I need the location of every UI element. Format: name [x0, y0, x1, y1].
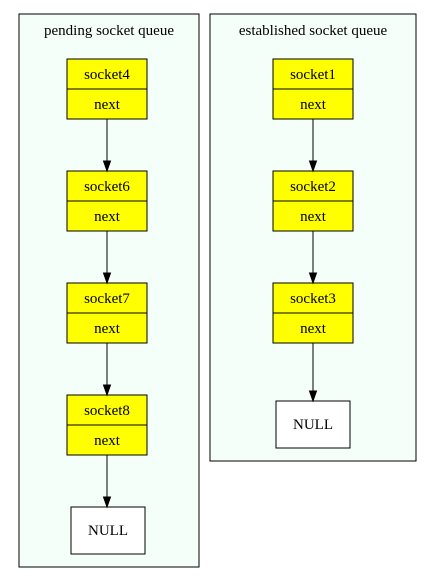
node-socket2-next: next	[300, 209, 327, 225]
cluster-pending-label: pending socket queue	[44, 23, 174, 39]
node-socket4: socket4 next	[66, 58, 148, 120]
node-socket1-name: socket1	[290, 67, 336, 83]
node-socket6-name: socket6	[84, 179, 130, 195]
edge-socket7-socket8-arrowhead	[102, 384, 112, 397]
node-socket8: socket8 next	[66, 394, 148, 456]
edge-socket4-socket6	[102, 119, 112, 173]
node-socket7-name: socket7	[84, 291, 130, 307]
node-socket3-top-cell	[272, 282, 354, 314]
edge-socket2-socket3-arrowhead	[308, 272, 318, 285]
node-socket2: socket2 next	[272, 170, 354, 232]
edge-socket6-socket7	[102, 231, 112, 285]
cluster-established: established socket queue socket1 next so…	[209, 13, 417, 462]
edge-socket3-null-arrowhead	[308, 390, 318, 403]
node-socket3-bottom-cell	[272, 312, 354, 344]
edge-socket3-null	[308, 343, 318, 403]
node-null-pending-label: NULL	[88, 523, 128, 539]
edge-socket1-socket2-arrowhead	[308, 160, 318, 173]
node-socket6-top-cell	[66, 170, 148, 202]
edge-socket7-socket8	[102, 343, 112, 397]
edge-socket8-null-arrowhead	[102, 496, 112, 509]
node-null-pending-box	[70, 506, 146, 555]
node-socket2-name: socket2	[290, 179, 336, 195]
node-socket4-name: socket4	[84, 67, 130, 83]
node-socket8-top-cell	[66, 394, 148, 426]
edge-socket6-socket7-arrowhead	[102, 272, 112, 285]
node-socket1: socket1 next	[272, 58, 354, 120]
edge-socket8-null	[102, 455, 112, 509]
node-null-established-box	[275, 400, 351, 449]
node-socket8-name: socket8	[84, 403, 130, 419]
node-socket1-top-cell	[272, 58, 354, 90]
edge-socket2-socket3	[308, 231, 318, 285]
node-null-pending: NULL	[70, 506, 146, 555]
cluster-established-label: established socket queue	[239, 23, 388, 39]
node-socket6: socket6 next	[66, 170, 148, 232]
node-socket4-top-cell	[66, 58, 148, 90]
node-null-established-label: NULL	[293, 417, 333, 433]
node-socket7-top-cell	[66, 282, 148, 314]
node-socket8-next: next	[94, 433, 121, 449]
node-socket7: socket7 next	[66, 282, 148, 344]
node-null-established: NULL	[275, 400, 351, 449]
node-socket3: socket3 next	[272, 282, 354, 344]
node-socket3-name: socket3	[290, 291, 336, 307]
node-socket6-next: next	[94, 209, 121, 225]
node-socket3-next: next	[300, 321, 327, 337]
edge-socket4-socket6-arrowhead	[102, 160, 112, 173]
cluster-pending: pending socket queue socket4 next socket…	[18, 13, 200, 568]
node-socket7-next: next	[94, 321, 121, 337]
node-socket4-next: next	[94, 97, 121, 113]
node-socket1-next: next	[300, 97, 327, 113]
edge-socket1-socket2	[308, 119, 318, 173]
